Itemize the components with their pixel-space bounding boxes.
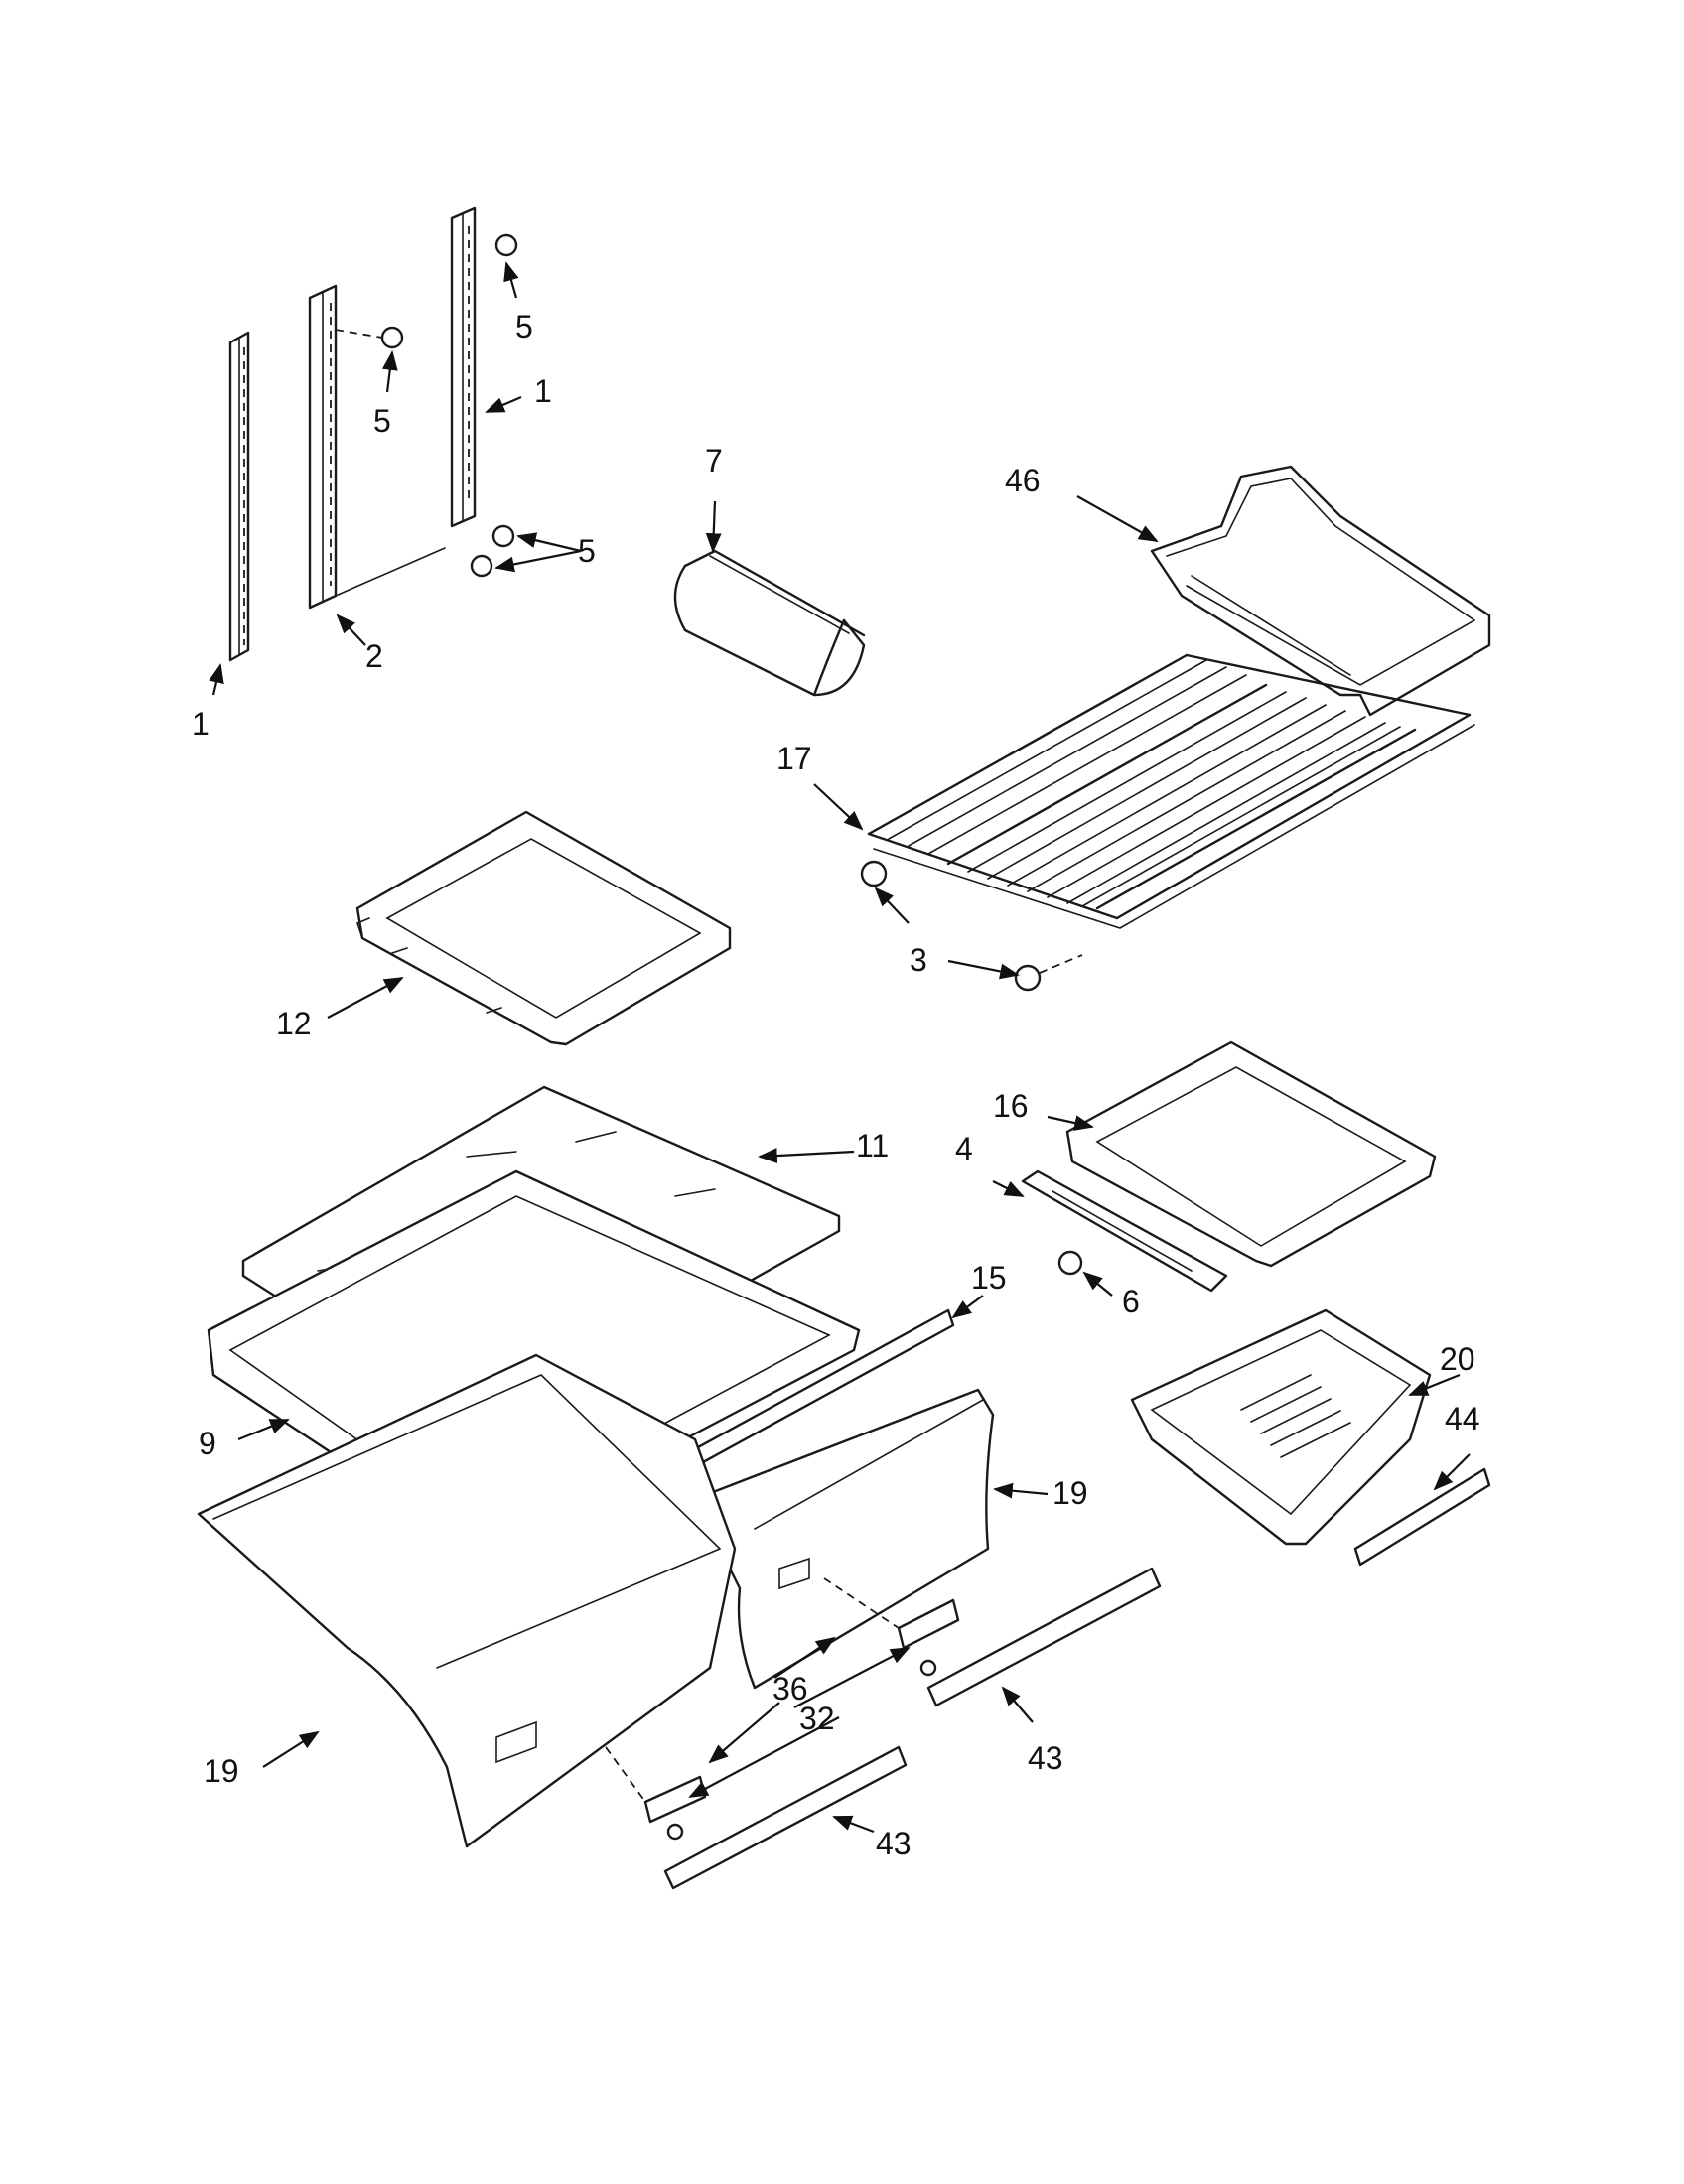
shelf-ladder-right [450, 206, 477, 528]
callout-20: 20 [1440, 1341, 1475, 1377]
crisper-drawer-left-part-19 [197, 1353, 737, 1848]
brackets-part-36-32 [605, 1577, 960, 1841]
callout-5-bottom: 5 [578, 533, 596, 569]
callout-7: 7 [705, 443, 723, 478]
callout-labels: 1 2 5 5 1 5 7 46 17 3 12 11 16 4 6 15 9 … [192, 309, 1480, 1861]
strip-part-44 [1353, 1467, 1491, 1567]
callout-43-bottom: 43 [876, 1826, 912, 1861]
screw-part-6 [1057, 1250, 1083, 1276]
shelf-ladder-center [308, 284, 446, 610]
shelf-frame-part-16 [1065, 1040, 1437, 1268]
ladder-screws [335, 233, 518, 578]
callout-2: 2 [365, 638, 383, 674]
callout-44: 44 [1445, 1401, 1480, 1436]
callout-32: 32 [799, 1701, 835, 1736]
callout-19-left: 19 [204, 1753, 239, 1789]
callout-arrows [209, 261, 1471, 1834]
callout-15: 15 [971, 1260, 1007, 1296]
crisper-drawer-right-part-19 [693, 1388, 995, 1690]
callout-9: 9 [199, 1426, 216, 1461]
shelf-frame-part-12 [355, 810, 732, 1046]
callout-43-right: 43 [1028, 1740, 1063, 1776]
callout-1-left: 1 [192, 706, 210, 742]
callout-6: 6 [1122, 1284, 1140, 1319]
wire-shelf-part-17 [867, 653, 1475, 929]
callout-5-center: 5 [373, 403, 391, 439]
callout-19-right: 19 [1052, 1475, 1088, 1511]
rail-cover-part-7 [673, 549, 866, 697]
bracket-part-4 [1021, 1169, 1228, 1293]
callout-1-right: 1 [534, 373, 552, 409]
callout-4: 4 [955, 1131, 973, 1166]
drawer-part-20 [1130, 1308, 1432, 1546]
callout-17: 17 [776, 741, 812, 776]
shelf-supports-part-3 [860, 860, 1083, 992]
callout-36: 36 [772, 1671, 808, 1706]
callout-11: 11 [856, 1128, 889, 1163]
callout-46: 46 [1005, 463, 1041, 498]
crisper-rail-part-43-lower [663, 1745, 908, 1890]
callout-16: 16 [993, 1088, 1029, 1124]
shelf-ladder-left [228, 331, 250, 662]
crisper-rail-part-43-upper [926, 1567, 1162, 1707]
callout-12: 12 [276, 1006, 312, 1041]
callout-3: 3 [910, 942, 927, 978]
tray-part-46 [1150, 465, 1491, 717]
callout-5-top: 5 [515, 309, 533, 344]
